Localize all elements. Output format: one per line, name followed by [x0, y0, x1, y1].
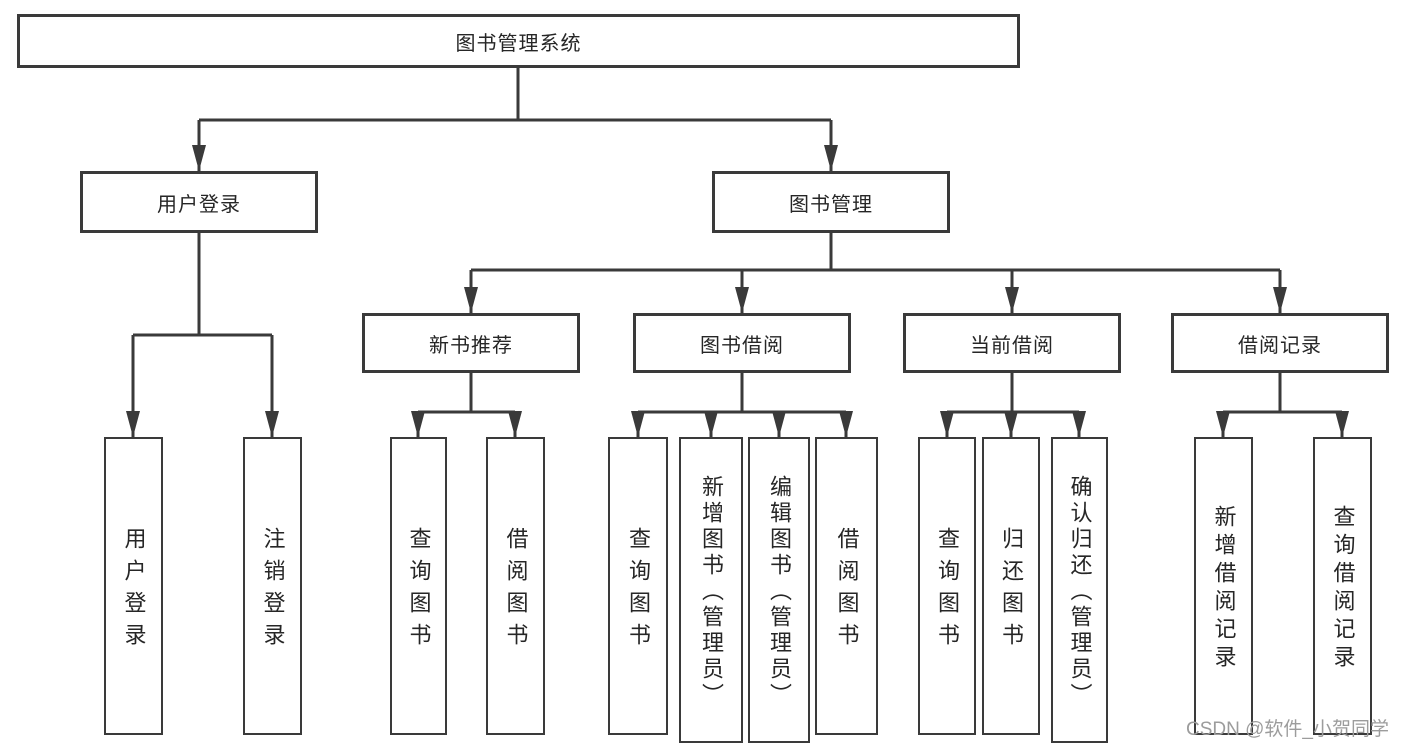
leaf-rec-query-books: 查询图书 — [390, 437, 447, 735]
leaf-br-add-record-label: 新增借阅记录 — [1211, 505, 1237, 673]
leaf-bb-edit-book-admin: 编辑图书（管理员） — [748, 437, 810, 743]
leaf-cb-return-books-label: 归还图书 — [999, 527, 1024, 655]
leaf-rec-borrow-books-label: 借阅图书 — [503, 527, 529, 655]
node-root-label: 图书管理系统 — [455, 32, 582, 55]
node-borrow-records-label: 借阅记录 — [1238, 334, 1322, 357]
leaf-bb-add-book-admin-label: 新增图书（管理员） — [699, 475, 724, 709]
leaf-bb-query-books-label: 查询图书 — [626, 527, 651, 655]
leaf-br-query-record-label: 查询借阅记录 — [1330, 505, 1356, 673]
node-new-book-recommend-label: 新书推荐 — [429, 334, 513, 357]
tree-edges — [131, 68, 1344, 437]
node-book-borrow-label: 图书借阅 — [700, 334, 784, 357]
leaf-user-login: 用户登录 — [104, 437, 163, 735]
leaf-user-login-label: 用户登录 — [121, 527, 147, 655]
node-book-management: 图书管理 — [712, 171, 950, 233]
node-book-borrow: 图书借阅 — [633, 313, 851, 373]
node-user-login-label: 用户登录 — [157, 193, 241, 216]
leaf-br-add-record: 新增借阅记录 — [1194, 437, 1253, 735]
arrowhead-icons — [126, 145, 1349, 437]
leaf-cb-confirm-return-admin-label: 确认归还（管理员） — [1067, 475, 1093, 709]
leaf-rec-borrow-books: 借阅图书 — [486, 437, 545, 735]
leaf-bb-borrow-books: 借阅图书 — [815, 437, 878, 735]
node-book-management-label: 图书管理 — [789, 193, 873, 216]
leaf-bb-add-book-admin: 新增图书（管理员） — [679, 437, 743, 743]
leaf-logout: 注销登录 — [243, 437, 302, 735]
leaf-cb-confirm-return-admin: 确认归还（管理员） — [1051, 437, 1108, 743]
leaf-bb-query-books: 查询图书 — [608, 437, 668, 735]
node-root-system: 图书管理系统 — [17, 14, 1020, 68]
leaf-logout-label: 注销登录 — [260, 527, 286, 655]
leaf-br-query-record: 查询借阅记录 — [1313, 437, 1372, 735]
leaf-cb-return-books: 归还图书 — [982, 437, 1040, 735]
leaf-bb-edit-book-admin-label: 编辑图书（管理员） — [767, 475, 792, 709]
node-user-login: 用户登录 — [80, 171, 318, 233]
leaf-bb-borrow-books-label: 借阅图书 — [834, 527, 860, 655]
node-new-book-recommend: 新书推荐 — [362, 313, 580, 373]
leaf-cb-query-books-label: 查询图书 — [935, 527, 960, 655]
node-current-borrow: 当前借阅 — [903, 313, 1121, 373]
csdn-watermark: CSDN @软件_小贺同学 — [1186, 719, 1389, 740]
leaf-rec-query-books-label: 查询图书 — [406, 527, 432, 655]
node-borrow-records: 借阅记录 — [1171, 313, 1389, 373]
node-current-borrow-label: 当前借阅 — [970, 334, 1054, 357]
leaf-cb-query-books: 查询图书 — [918, 437, 976, 735]
